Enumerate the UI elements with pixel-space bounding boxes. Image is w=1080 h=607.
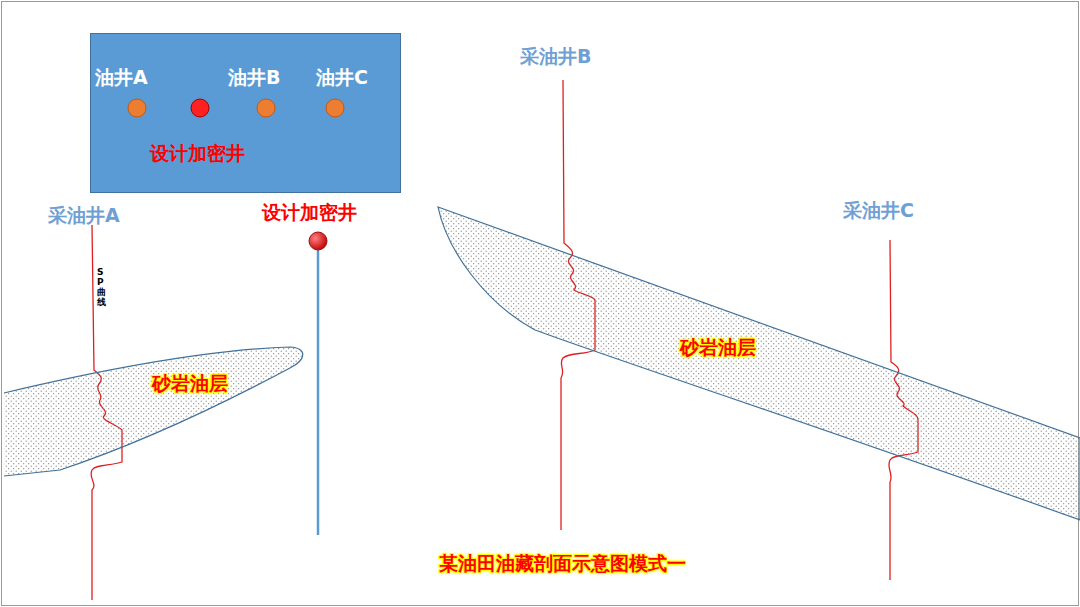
- well-name: 采油井B: [520, 46, 591, 68]
- well-label: 油井C: [316, 67, 368, 89]
- layer-label: 砂岩油层: [152, 373, 228, 395]
- well-name: 设计加密井: [262, 202, 357, 224]
- sandstone-layer: 砂岩油层: [435, 205, 1080, 525]
- well-name: 采油井A: [48, 205, 120, 227]
- curve-label: SP曲线: [97, 268, 110, 308]
- infill-well-head: [309, 232, 327, 250]
- well-name: 采油井C: [843, 200, 914, 222]
- well-label: 设计加密井: [150, 143, 245, 165]
- plan-view-box: 油井A 油井B 油井C 设计加密井: [90, 33, 401, 193]
- sandstone-outline: [435, 205, 1080, 525]
- sandstone-outline: [0, 340, 310, 485]
- layer-label: 砂岩油层: [680, 337, 756, 359]
- well-label: 油井A: [95, 67, 148, 89]
- well-label: 油井B: [228, 67, 280, 89]
- infill-well-line: [317, 250, 320, 535]
- figure-caption: 某油田油藏剖面示意图模式一: [439, 553, 686, 575]
- plan-view-fill: [90, 33, 401, 193]
- sandstone-layer: 砂岩油层: [0, 340, 310, 485]
